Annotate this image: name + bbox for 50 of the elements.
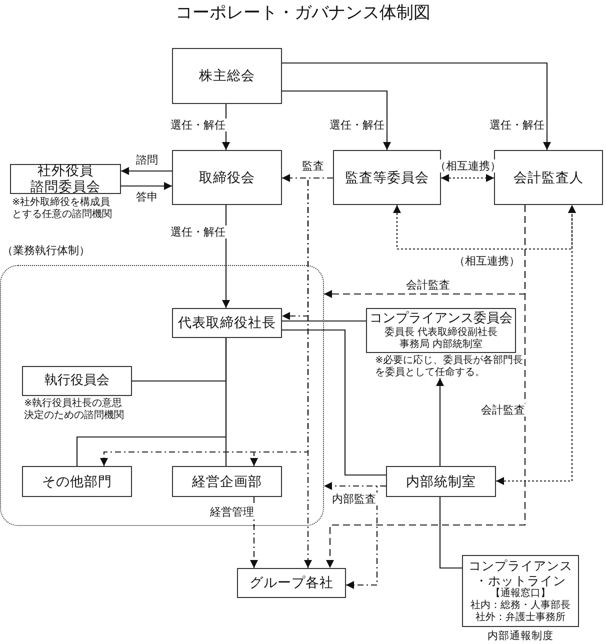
org-box: 経営企画部 — [172, 466, 282, 497]
arrow — [346, 485, 386, 589]
connector-line — [439, 497, 462, 569]
org-box: 取締役会 — [172, 150, 282, 205]
org-box: 株主総会 — [172, 48, 282, 104]
connector-line — [282, 320, 366, 322]
box-detail: 【通報窓口】 — [490, 588, 550, 600]
note-text: ※必要に応じ、委員長が各部門長を委員として任命する。 — [375, 355, 524, 379]
box-title: コンプライアンス・ホットライン — [468, 558, 573, 588]
edge-label: 諮問 — [134, 154, 160, 166]
org-box: 代表取締役社長 — [172, 308, 282, 338]
arrow — [121, 182, 172, 190]
edge-label: 経営管理 — [208, 506, 256, 518]
arrow — [282, 90, 391, 150]
edge-label: 選任・解任 — [328, 118, 386, 132]
edge-label: 会計監査 — [404, 278, 452, 292]
org-box: その他部門 — [22, 466, 132, 497]
arrow — [326, 205, 526, 568]
org-box: 会計監査人 — [494, 150, 603, 205]
org-box: 監査等委員会 — [333, 150, 441, 205]
edge-label: 内部監査 — [330, 492, 378, 506]
box-detail: 社内：総務・人事部長 — [470, 600, 570, 612]
arrow — [496, 205, 576, 485]
box-detail: 社外：弁護士事務所 — [476, 612, 566, 624]
connector-line — [282, 329, 386, 476]
box-title: 社外役員 — [38, 163, 94, 179]
connector-line — [225, 338, 227, 466]
arrow — [222, 205, 230, 308]
box-detail: 事務局 内部統制室 — [399, 338, 483, 350]
org-box: 内部統制室 — [386, 466, 496, 497]
edge-label: 選任・解任 — [168, 226, 228, 238]
arrow — [121, 167, 172, 175]
note-text: ※執行役員社長の意思決定のための諮問機関 — [24, 398, 125, 422]
edge-label: 選任・解任 — [168, 118, 228, 132]
org-box: グループ各社 — [237, 568, 346, 598]
edge-label: 会計監査 — [479, 404, 527, 416]
box-title: 執行役員会 — [44, 373, 110, 389]
arrow — [441, 174, 494, 182]
box-title: コンプライアンス委員会 — [370, 310, 512, 326]
region-heading: （業務執行体制） — [2, 244, 90, 258]
edge-label: 選任・解任 — [488, 118, 546, 132]
arrow — [436, 378, 444, 466]
edge-label: 監査 — [300, 160, 326, 172]
arrow — [250, 497, 258, 568]
box-title: 諮問委員会 — [30, 179, 100, 195]
note-text: ※社外取締役を構成員とする任意の諮問機関 — [12, 197, 113, 221]
arrow — [282, 62, 551, 150]
diagram-title: コーポレート・ガバナンス体制図 — [176, 3, 430, 23]
note-text: 内部通報制度 — [486, 630, 554, 642]
box-detail: 委員長 代表取締役副社長 — [384, 326, 498, 338]
